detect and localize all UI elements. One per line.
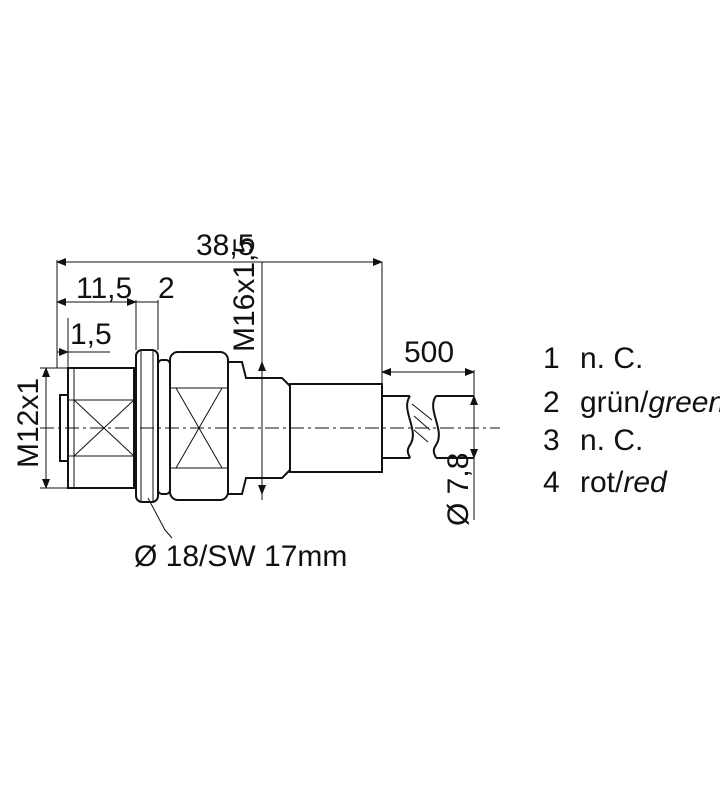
dim-nut-size: Ø 18/SW 17mm <box>134 540 347 573</box>
dim-cable-diameter: Ø 7,8 <box>442 453 475 526</box>
dim-overall-length: 38,5 <box>196 229 254 262</box>
dim-housing-length: 11,5 <box>76 272 132 305</box>
dimension-lines <box>42 258 478 539</box>
legend-pin-text: grün/green <box>580 386 720 419</box>
legend-pin-text: rot/red <box>580 466 668 499</box>
flange <box>135 349 171 503</box>
front-socket <box>59 367 135 489</box>
dim-cable-length: 500 <box>404 336 454 369</box>
dim-front-offset: 1,5 <box>70 318 112 351</box>
legend-pin-text: n. C. <box>580 424 643 457</box>
dim-thread-rear: M16x1,5 <box>228 237 261 352</box>
rear-body <box>228 361 383 495</box>
legend-pin-number: 2 <box>543 386 560 419</box>
legend-pin-number: 4 <box>543 466 560 499</box>
hex-nut <box>169 351 229 501</box>
legend-pin-number: 1 <box>543 342 560 375</box>
pin-legend: 1 n. C. 2 grün/green 3 n. C. 4 rot/red <box>543 342 720 499</box>
legend-pin-number: 3 <box>543 424 560 457</box>
cable <box>382 395 474 459</box>
dim-flange: 2 <box>158 272 175 305</box>
dim-thread-front: M12x1 <box>12 378 45 468</box>
legend-pin-text: n. C. <box>580 342 643 375</box>
extension-lines <box>40 260 475 520</box>
